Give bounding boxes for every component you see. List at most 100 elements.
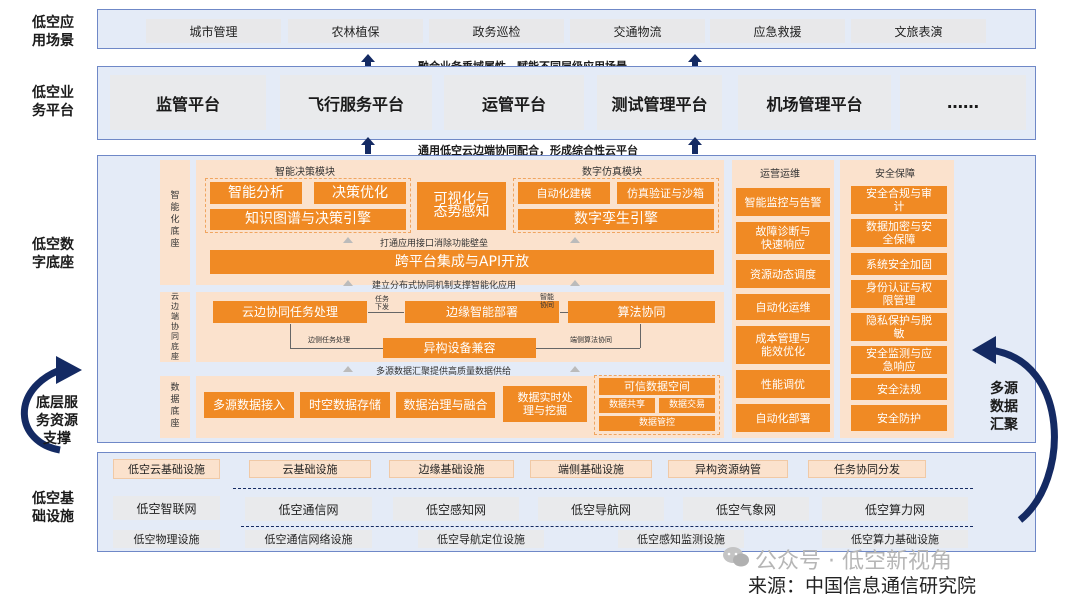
network-item[interactable]: 低空通信网 bbox=[245, 497, 372, 521]
data-item[interactable]: 数据治理与融合 bbox=[396, 392, 495, 418]
platform-item[interactable]: 机场管理平台 bbox=[738, 75, 891, 130]
security-item[interactable]: 数据加密与安 全保障 bbox=[851, 219, 947, 247]
interface-caption: 打通应用接口消除功能壁垒 bbox=[380, 239, 489, 249]
platform-item[interactable]: 飞行服务平台 bbox=[280, 75, 432, 130]
scene-item[interactable]: 城市管理 bbox=[146, 19, 281, 43]
physical-item[interactable]: 低空算力基础设施 bbox=[822, 530, 968, 548]
simulation-item[interactable]: 仿真验证与沙箱 bbox=[617, 182, 714, 204]
data-side bbox=[160, 376, 190, 438]
security-item[interactable]: 安全防护 bbox=[851, 405, 947, 431]
platform-item[interactable]: 监管平台 bbox=[110, 75, 266, 130]
scene-item[interactable]: 应急救援 bbox=[710, 19, 845, 43]
connector-line bbox=[290, 348, 383, 349]
collab-edge[interactable]: 边缘智能部署 bbox=[405, 301, 559, 323]
data-item[interactable]: 时空数据存储 bbox=[300, 392, 390, 418]
ops-item[interactable]: 成本管理与 能效优化 bbox=[736, 326, 830, 364]
security-item[interactable]: 安全监测与应 急响应 bbox=[851, 346, 947, 374]
infra-tag[interactable]: 云基础设施 bbox=[249, 460, 371, 478]
simulation-item[interactable]: 自动化建模 bbox=[518, 182, 610, 204]
simulation-module-title: 数字仿真模块 bbox=[582, 167, 642, 178]
intelligent-side bbox=[160, 160, 190, 285]
visual-item[interactable]: 可视化与 态势感知 bbox=[417, 182, 506, 230]
tiny-end-algo: 端侧算法协同 bbox=[570, 336, 612, 344]
security-item[interactable]: 系统安全加固 bbox=[851, 253, 947, 275]
up-arrow-icon bbox=[343, 366, 353, 372]
network-item[interactable]: 低空导航网 bbox=[538, 497, 664, 521]
data-trade[interactable]: 数据交易 bbox=[659, 398, 715, 413]
tiny-edge-task: 边侧任务处理 bbox=[308, 336, 350, 344]
network-item[interactable]: 低空算力网 bbox=[822, 497, 968, 521]
scene-item[interactable]: 政务巡检 bbox=[429, 19, 564, 43]
caption-business-digital: 通用低空云边端协同配合，形成综合性云平台 bbox=[418, 144, 638, 157]
dashed-divider bbox=[241, 526, 973, 527]
ops-item[interactable]: 智能监控与告警 bbox=[736, 188, 830, 216]
ops-title: 运营运维 bbox=[760, 169, 800, 180]
infra-tag[interactable]: 边缘基础设施 bbox=[389, 460, 514, 478]
security-item[interactable]: 身份认证与权 限管理 bbox=[851, 280, 947, 308]
infra-tag[interactable]: 低空云基础设施 bbox=[113, 459, 220, 479]
decision-item[interactable]: 决策优化 bbox=[314, 182, 406, 204]
connector-line bbox=[560, 312, 568, 313]
collab-hetero[interactable]: 异构设备兼容 bbox=[383, 338, 536, 358]
trusted-space[interactable]: 可信数据空间 bbox=[599, 378, 715, 395]
infra-tag[interactable]: 异构资源纳管 bbox=[668, 460, 788, 478]
security-item[interactable]: 隐私保护与脱 敏 bbox=[851, 313, 947, 341]
simulation-group bbox=[513, 178, 719, 233]
physical-item[interactable]: 低空导航定位设施 bbox=[418, 530, 544, 548]
ops-item[interactable]: 自动化部署 bbox=[736, 404, 830, 432]
wechat-icon bbox=[723, 547, 749, 567]
security-title: 安全保障 bbox=[875, 169, 915, 180]
ops-item[interactable]: 故障诊断与 快速响应 bbox=[736, 222, 830, 254]
up-arrow-icon bbox=[343, 237, 353, 243]
scene-item[interactable]: 农林植保 bbox=[288, 19, 423, 43]
network-item[interactable]: 低空气象网 bbox=[683, 497, 809, 521]
ops-item[interactable]: 资源动态调度 bbox=[736, 260, 830, 288]
dashed-divider bbox=[233, 488, 973, 489]
collab-side-label: 云 边 端 协 同 底 座 bbox=[171, 292, 179, 361]
simulation-item[interactable]: 数字孪生引擎 bbox=[518, 209, 714, 230]
scene-item[interactable]: 文旅表演 bbox=[851, 19, 986, 43]
ops-item[interactable]: 性能调优 bbox=[736, 370, 830, 398]
right-curved-arrow-icon bbox=[972, 336, 1058, 523]
data-share[interactable]: 数据共享 bbox=[599, 398, 655, 413]
decision-module-title: 智能决策模块 bbox=[275, 167, 335, 178]
collab-algo[interactable]: 算法协同 bbox=[568, 301, 715, 323]
connector-line bbox=[368, 312, 404, 313]
security-item[interactable]: 安全法规 bbox=[851, 378, 947, 400]
up-arrow-icon bbox=[343, 280, 353, 286]
right-side-label: 多源 数据 汇聚 bbox=[990, 381, 1018, 433]
platform-item[interactable]: …… bbox=[900, 75, 1026, 130]
tiny-task-down: 任务 下发 bbox=[375, 295, 389, 311]
network-item[interactable]: 低空感知网 bbox=[393, 497, 519, 521]
collab-caption: 建立分布式协同机制支撑智能化应用 bbox=[372, 281, 517, 291]
security-item[interactable]: 安全合规与审 计 bbox=[851, 186, 947, 214]
collab-side bbox=[160, 292, 190, 362]
infra-tag[interactable]: 任务协同分发 bbox=[808, 460, 926, 478]
platform-item[interactable]: 测试管理平台 bbox=[597, 75, 722, 130]
decision-item[interactable]: 智能分析 bbox=[210, 182, 302, 204]
network-item[interactable]: 低空智联网 bbox=[113, 496, 220, 520]
connector-line bbox=[290, 324, 291, 348]
infra-tag[interactable]: 端侧基础设施 bbox=[530, 460, 652, 478]
up-arrow-icon bbox=[361, 137, 375, 154]
decision-item[interactable]: 知识图谱与决策引擎 bbox=[210, 209, 406, 230]
data-control[interactable]: 数据管控 bbox=[599, 416, 715, 431]
api-item[interactable]: 跨平台集成与API开放 bbox=[210, 250, 714, 274]
physical-item[interactable]: 低空通信网络设施 bbox=[245, 530, 372, 548]
scene-item[interactable]: 交通物流 bbox=[570, 19, 705, 43]
up-arrow-icon bbox=[570, 237, 580, 243]
physical-item[interactable]: 低空物理设施 bbox=[113, 530, 220, 548]
row-label-scenes: 低空应 用场景 bbox=[32, 15, 74, 49]
physical-item[interactable]: 低空感知监测设施 bbox=[618, 530, 744, 548]
up-arrow-icon bbox=[570, 280, 580, 286]
data-side-label: 数 据 底 座 bbox=[170, 383, 180, 429]
row-label-digital: 低空数 字底座 bbox=[32, 237, 74, 271]
collab-task[interactable]: 云边协同任务处理 bbox=[213, 301, 367, 323]
ops-item[interactable]: 自动化运维 bbox=[736, 294, 830, 320]
data-item[interactable]: 多源数据接入 bbox=[204, 392, 294, 418]
watermark: 公众号 · 低空新视角 bbox=[755, 549, 952, 574]
up-arrow-icon bbox=[688, 137, 702, 154]
up-arrow-icon bbox=[570, 366, 580, 372]
data-item[interactable]: 数据实时处 理与挖掘 bbox=[503, 386, 587, 422]
platform-item[interactable]: 运管平台 bbox=[444, 75, 584, 130]
